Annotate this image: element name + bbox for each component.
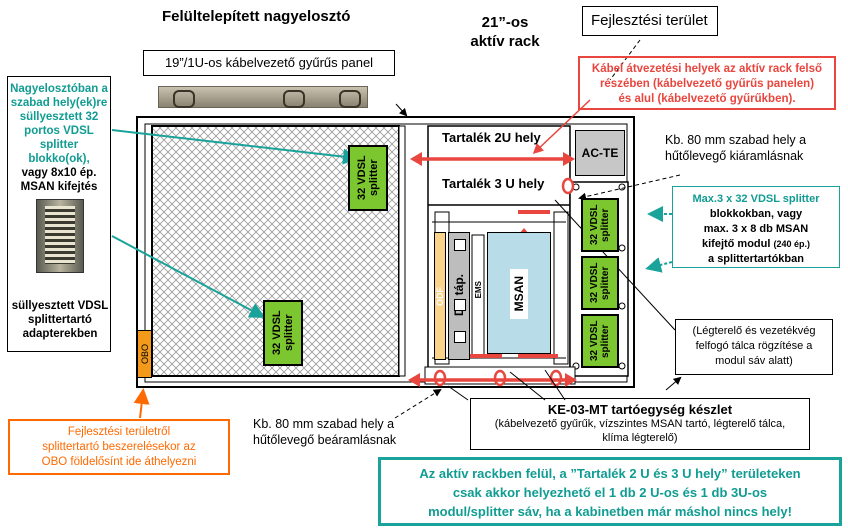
air-in-note: Kb. 80 mm szabad hely a hűtőlevegő beára… <box>253 416 396 448</box>
left-note-line8: MSAN kifejtés <box>20 181 98 193</box>
splitter-holder-3: 32 VDSL splitter <box>581 314 619 368</box>
ke-box: KE-03-MT tartóegység készlet (kábelvezet… <box>470 398 810 450</box>
left-bottom-line3: adapterekben <box>22 328 98 340</box>
left-note-line1: Nagyelosztóban a <box>10 83 108 95</box>
bottom-note-line2: csak akkor helyezhető el 1 db 2 U-os és … <box>452 485 768 500</box>
msan-label: MSAN <box>512 276 526 312</box>
left-note-line3: süllyesztett 32 <box>19 111 99 123</box>
orange-note-line3: OBO földelősínt ide áthelyezni <box>41 456 197 468</box>
orange-note-line1: Fejlesztési területről <box>67 426 171 438</box>
teal-note-line4b: (240 ép.) <box>773 239 811 249</box>
left-note-line2: szabad hely(ek)re <box>10 97 108 109</box>
left-bottom-line1: süllyesztett VDSL <box>11 300 109 312</box>
teal-note-box: Max.3 x 32 VDSL splitter blokkokban, vag… <box>672 186 840 268</box>
orange-note-line2: splittertartó beszerelésekor az <box>42 441 196 453</box>
left-bottom-line2: splittertartó <box>28 314 92 326</box>
splitter-hatched-bottom: 32 VDSL splitter <box>263 300 303 366</box>
obo-label: OBO <box>139 343 150 364</box>
red-note-box: Kábel átvezetési helyek az aktív rack fe… <box>578 56 836 110</box>
reserve-2u: Tartalék 2U hely <box>442 130 541 145</box>
teal-note-line3: max. 3 x 8 db MSAN <box>703 223 809 235</box>
panel-label: 19”/1U-os kábelvezető gyűrűs panel <box>143 50 395 76</box>
air-in-line1: Kb. 80 mm szabad hely a <box>253 417 395 431</box>
ke-title: KE-03-MT tartóegység készlet <box>547 402 733 417</box>
left-note-line5: splitter <box>39 139 79 151</box>
teal-note-line2: blokkokban, vagy <box>709 208 803 220</box>
splitter-holder-2: 32 VDSL splitter <box>581 256 619 310</box>
msan-unit: MSAN <box>487 232 551 354</box>
dev-area-box: Fejlesztési terület <box>582 6 718 36</box>
left-note-line7: vagy 8x10 ép. <box>21 167 97 179</box>
airguide-note-line2: felfogó tálca rögzítése a <box>695 340 813 352</box>
air-out-line2: hűtőlevegő kiáramlásnak <box>665 149 804 163</box>
dc-supply-unit: DC táp. <box>448 232 470 360</box>
ems-unit: EMS <box>473 270 483 310</box>
splitter-holder-1: 32 VDSL splitter <box>581 198 619 252</box>
reserve-3u: Tartalék 3 U hely <box>442 176 545 191</box>
ke-line2: klíma légterelő) <box>602 432 678 444</box>
panel-photo <box>158 86 368 108</box>
left-note-line6: blokko(ok), <box>28 153 90 165</box>
red-note-line3: és alul (kábelvezető gyűrűkben). <box>618 93 796 105</box>
rack-title-line1: 21”-os <box>481 14 529 31</box>
splitter-label: 32 VDSL splitter <box>589 320 611 362</box>
splitter-label: 32 VDSL splitter <box>271 310 295 356</box>
airguide-note-line1: (Légterelő és vezetékvég <box>692 325 816 337</box>
obo-bar: OBO <box>137 330 152 378</box>
red-note-line1: Kábel átvezetési helyek az aktív rack fe… <box>591 63 823 75</box>
odf-label: ODF <box>435 286 445 306</box>
air-out-line1: Kb. 80 mm szabad hely a <box>665 133 807 147</box>
airguide-note-box: (Légterelő és vezetékvég felfogó tálca r… <box>675 319 833 375</box>
splitter-label: 32 VDSL splitter <box>589 262 611 304</box>
rack-title-line2: aktív rack <box>470 33 540 50</box>
teal-note-line1: Max.3 x 32 VDSL splitter <box>692 193 820 205</box>
airguide-note-line3: modul sáv alatt) <box>715 355 793 367</box>
left-note-box: Nagyelosztóban a szabad hely(ek)re sülly… <box>7 76 111 352</box>
splitter-label: 32 VDSL splitter <box>589 204 611 246</box>
acte-unit: AC-TE <box>575 130 625 176</box>
bottom-note-line1: Az aktív rackben felül, a ”Tartalék 2 U … <box>419 466 801 481</box>
odf-unit: ODF <box>434 232 446 360</box>
ems-label: EMS <box>473 281 483 299</box>
bottom-note-box: Az aktív rackben felül, a ”Tartalék 2 U … <box>378 457 842 526</box>
splitter-label: 32 VDSL splitter <box>356 155 380 201</box>
left-note-line4: portos VDSL <box>24 125 94 137</box>
orange-note-box: Fejlesztési területről splittertartó bes… <box>8 419 230 475</box>
teal-note-line5: a splittertartókban <box>708 253 804 265</box>
splitter-hatched-top: 32 VDSL splitter <box>348 145 388 211</box>
teal-note-line4a: kifejtő modul <box>701 238 771 250</box>
bottom-note-line3: modul/splitter sáv, ha a kabinetben már … <box>428 504 792 519</box>
air-out-note: Kb. 80 mm szabad hely a hűtőlevegő kiára… <box>665 132 806 164</box>
red-note-line2: részében (kábelvezető gyűrűs panelen) <box>599 78 815 90</box>
main-title: Felültelepített nagyelosztó <box>162 8 351 25</box>
splitter-adapter-photo <box>36 199 84 273</box>
ke-line1: (kábelvezető gyűrűk, vízszintes MSAN tar… <box>494 418 786 430</box>
air-in-line2: hűtőlevegő beáramlásnak <box>253 433 397 447</box>
rack-title: 21”-os aktív rack <box>470 13 540 51</box>
